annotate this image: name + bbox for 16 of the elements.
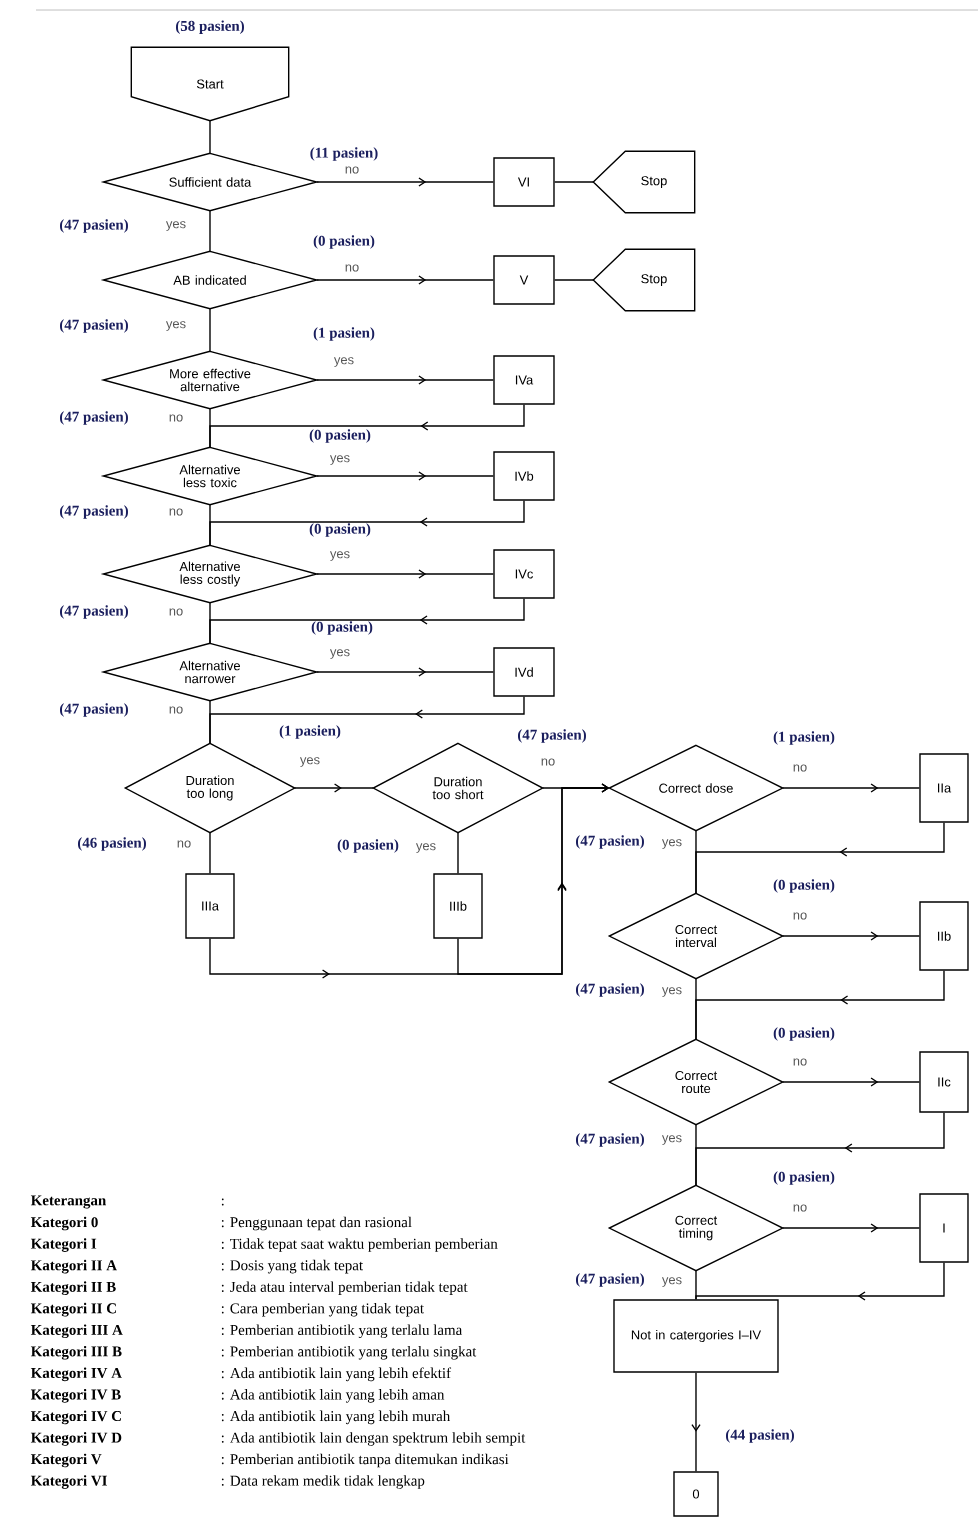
connector-line (457, 832, 459, 874)
connector-line (554, 279, 594, 281)
connector-line (554, 181, 594, 183)
connector-line (209, 210, 211, 252)
connector-line (209, 700, 211, 744)
connector-line (209, 504, 211, 546)
connector-line (209, 832, 211, 874)
connector-line (695, 1270, 697, 1300)
connector-line (209, 308, 211, 352)
arrow (457, 783, 610, 975)
connector-line (695, 978, 697, 1040)
connector-line (209, 120, 211, 154)
connector-line (695, 830, 697, 894)
connector-line (695, 1124, 697, 1186)
connector-line (209, 602, 211, 644)
connector-line (209, 408, 211, 448)
